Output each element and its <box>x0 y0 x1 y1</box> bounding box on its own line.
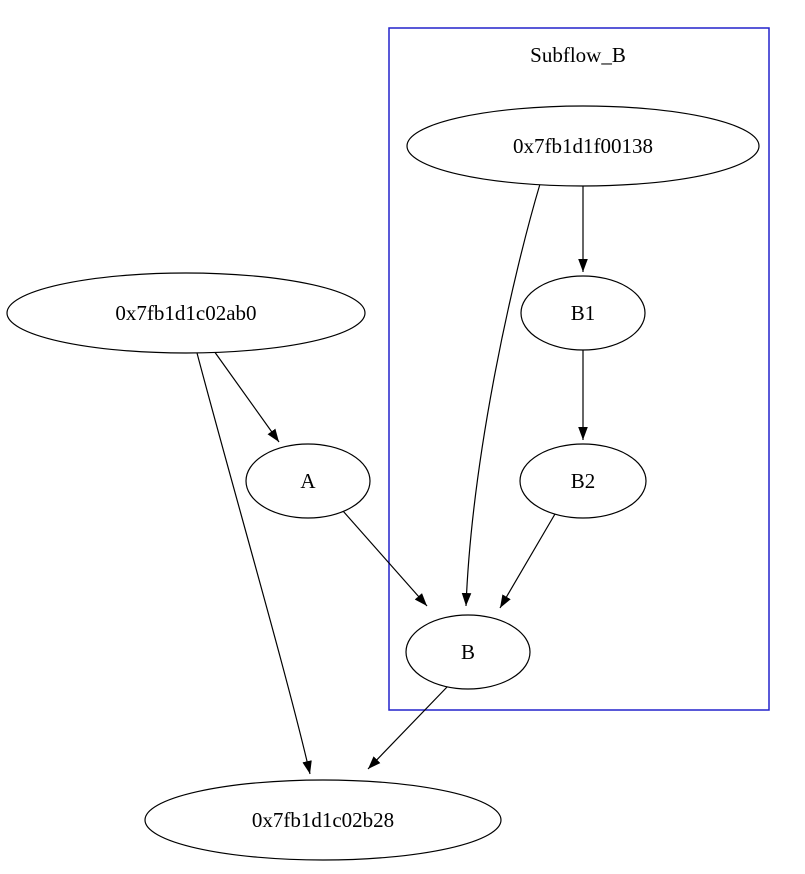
node-b-label: B <box>461 640 475 664</box>
node-b1-label: B1 <box>571 301 596 325</box>
node-c02b28: 0x7fb1d1c02b28 <box>144 779 502 861</box>
node-f00138-label: 0x7fb1d1f00138 <box>513 134 653 158</box>
edge-b2-b <box>499 513 556 609</box>
node-c02b28-label: 0x7fb1d1c02b28 <box>252 808 394 832</box>
cluster-subflow-b: Subflow_B <box>388 27 770 711</box>
cluster-label: Subflow_B <box>530 43 626 67</box>
node-b2: B2 <box>519 443 647 519</box>
node-c02ab0: 0x7fb1d1c02ab0 <box>6 272 366 354</box>
node-b1: B1 <box>520 275 646 351</box>
edge-b-c02b28 <box>367 685 449 770</box>
edge-f00138-b <box>461 183 541 607</box>
node-a-label: A <box>300 469 316 493</box>
edge-c02ab0-c02b28 <box>196 352 312 775</box>
node-c02ab0-label: 0x7fb1d1c02ab0 <box>115 301 256 325</box>
node-b: B <box>405 614 531 690</box>
edge-a-b <box>342 510 428 607</box>
node-a: A <box>245 443 371 519</box>
edge-c02ab0-a <box>213 350 280 443</box>
node-f00138: 0x7fb1d1f00138 <box>406 105 760 187</box>
node-b2-label: B2 <box>571 469 596 493</box>
edges <box>196 183 588 775</box>
cluster-border <box>388 27 770 711</box>
